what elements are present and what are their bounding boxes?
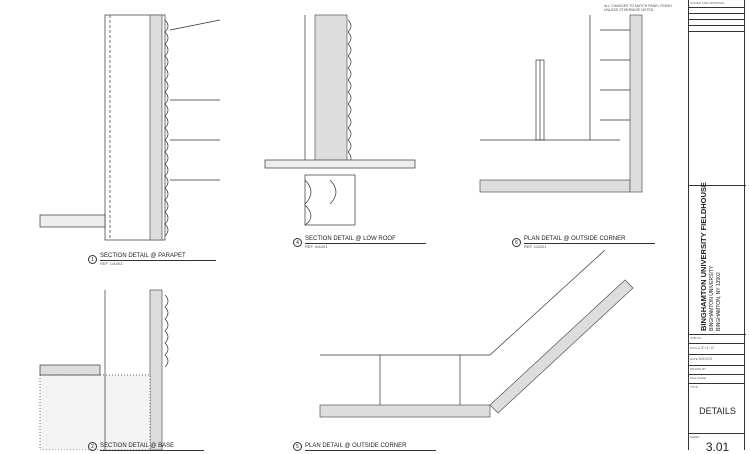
title-block: ISSUED FOR APPROVAL BINGHAMTON UNIVERSIT… bbox=[688, 0, 746, 454]
title-row: TITLE DETAILS bbox=[689, 384, 744, 434]
sheet-title: DETAILS bbox=[699, 406, 736, 416]
plan-corner-top bbox=[479, 14, 643, 193]
detail-number-6: 6 bbox=[512, 238, 521, 247]
drawing-linework bbox=[39, 14, 643, 450]
detail-title-5: PLAN DETAIL @ OUTSIDE CORNER bbox=[305, 443, 437, 451]
detail-title-4: SECTION DETAIL @ LOW ROOF bbox=[305, 236, 426, 244]
base-section bbox=[39, 289, 169, 450]
general-note: ALL CHANGES TO MATCH PANEL FINISH UNLESS… bbox=[600, 0, 680, 16]
scale-value: 3"=1'-0" bbox=[700, 345, 715, 350]
project-name: BINGHAMTON UNIVERSITY FIELDHOUSE bbox=[699, 182, 708, 331]
detail-ref-4: REF. 4/A301 bbox=[305, 244, 328, 249]
project-owner: BINGHAMTON UNIVERSITY bbox=[709, 265, 715, 331]
project-info: BINGHAMTON UNIVERSITY FIELDHOUSE BINGHAM… bbox=[689, 182, 746, 335]
detail-title-2: SECTION DETAIL @ BASE bbox=[100, 443, 205, 451]
revision-row: ISSUED FOR APPROVAL bbox=[689, 0, 744, 8]
scale-label: SCALE bbox=[690, 346, 700, 350]
low-roof-section bbox=[264, 14, 416, 226]
project-address: BINGHAMTON, NY 13902 bbox=[716, 272, 722, 331]
date-label: DATE bbox=[690, 357, 698, 361]
revision-row-empty bbox=[689, 8, 744, 14]
revision-row-empty bbox=[689, 26, 744, 32]
parapet-section bbox=[39, 14, 221, 241]
date-row: DATE 6/01/03 bbox=[689, 355, 744, 366]
drawn-by-label: DRAWN BY bbox=[689, 366, 744, 375]
detail-number-1: 1 bbox=[88, 255, 97, 264]
revision-row-empty bbox=[689, 20, 744, 26]
title-label: TITLE bbox=[690, 385, 699, 389]
sheet-label: SHEET bbox=[690, 435, 701, 439]
date-value: 6/01/03 bbox=[698, 356, 712, 361]
plan-corner-bottom bbox=[319, 249, 634, 418]
job-number-label: JOB NO. bbox=[689, 335, 744, 344]
sheet-info: JOB NO. SCALE 3"=1'-0" DATE 6/01/03 DRAW… bbox=[689, 335, 744, 454]
detail-title-6: PLAN DETAIL @ OUTSIDE CORNER bbox=[524, 236, 656, 244]
general-note-text: ALL CHANGES TO MATCH PANEL FINISH UNLESS… bbox=[604, 4, 672, 12]
detail-ref-1: REF. 1/A402 bbox=[100, 261, 123, 266]
sheet-row: SHEET 3.01 bbox=[689, 434, 744, 454]
sheet-number: 3.01 bbox=[705, 440, 730, 454]
file-name-label: FILE NAME bbox=[689, 375, 744, 384]
detail-title-1: SECTION DETAIL @ PARAPET bbox=[100, 253, 216, 261]
detail-number-4: 4 bbox=[293, 238, 302, 247]
revision-row-empty bbox=[689, 14, 744, 20]
detail-ref-6: REF. 1/A201 bbox=[524, 244, 547, 249]
scale-row: SCALE 3"=1'-0" bbox=[689, 344, 744, 355]
